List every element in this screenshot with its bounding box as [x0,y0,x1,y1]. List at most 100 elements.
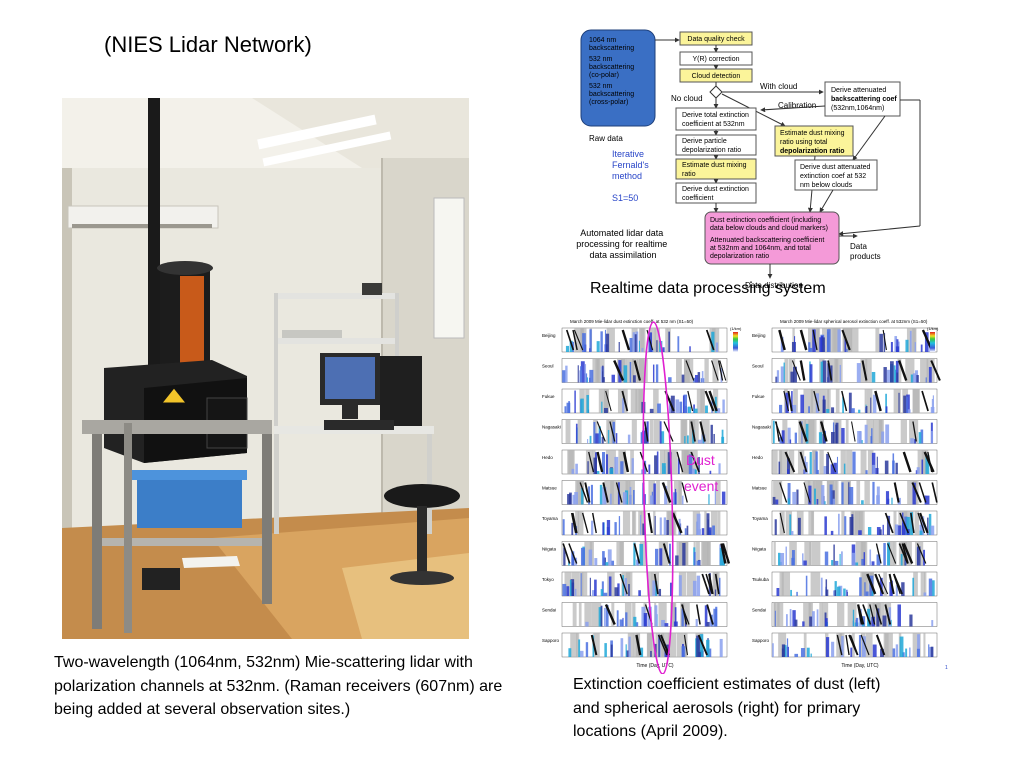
plots-caption: Extinction coefficient estimates of dust… [573,676,881,740]
dust-mix-line: ratio [682,171,696,178]
right-station-label: Seoul [752,364,764,369]
left-station-label: Beijing [542,333,556,338]
raw-line: backscattering [589,45,634,52]
svg-text:Iterative Fernald's: Iterative Fernald's method [612,149,651,181]
right-station-label: Niigata [752,547,767,552]
dust-att-line: Derive dust attenuated [800,164,871,171]
output-line: Dust extinction coefficient (including [710,217,821,224]
right-station-label: Sendai [752,608,766,613]
output-line: at 532nm and 1064nm, and total [710,245,811,252]
dust-mix-line: Estimate dust mixing [682,162,747,169]
dust-att-line: nm below clouds [800,182,853,189]
left-station-label: Sendai [542,608,556,613]
yr-correction-label: Y(R) correction [692,56,739,63]
svg-text:Derive dust attenuated e: Derive dust attenuated extinction coef a… [800,164,872,189]
raw-line: (cross-polar) [589,99,628,106]
dust-ext-line: coefficient [682,195,713,202]
total-ext-line: Derive total extinction [682,112,749,119]
auto-line: processing for realtime [576,239,667,249]
svg-text:Dust extinction coefficient (i: Dust extinction coefficient (including d… [710,217,830,260]
data-products-line: products [850,252,881,261]
raw-line: 532 nm [589,83,613,90]
left-colorbar-unit: (1/km) [730,326,742,331]
particle-depol-line: Derive particle [682,138,727,145]
auto-line: data assimilation [589,250,656,260]
left-station-label: Hedo [542,455,553,460]
auto-line: Automated lidar data [580,228,663,238]
right-plot-header: March 2009 Mie-lidar spherical aerosol e… [780,319,928,324]
slide-title: (NIES Lidar Network) [104,32,312,57]
left-station-label: Toyama [542,516,558,521]
lidar-photo [62,98,469,639]
total-ext-line: coefficient at 532nm [682,121,745,128]
dust-att-line: extinction coef at 532 [800,173,866,180]
right-station-label: Matsue [752,486,767,491]
right-x-axis-label: Time (Day, UTC) [841,663,879,669]
left-station-label: Fukue [542,394,555,399]
raw-data-box [580,29,656,127]
svg-text:Derive total extinction: Derive total extinction coefficient at 5… [682,112,751,128]
left-colorbar: (1/km) [730,326,742,352]
left-station-label: Sapporo [542,638,560,643]
left-station-label: Nagasaki [542,425,561,430]
left-station-label: Tokyo [542,577,554,582]
raw-line: backscattering [589,91,634,98]
dust-mix-total-line: ratio using total [780,139,828,146]
raw-line: (co-polar) [589,72,619,79]
attenuated-line: Derive attenuated [831,87,886,94]
left-station-label: Niigata [542,547,557,552]
svg-text:1064 nm backscattering: 1064 nm backscattering 532 nm backscatte… [589,37,636,106]
raw-line: 532 nm [589,56,613,63]
svg-text:Derive attenuated backsc: Derive attenuated backscattering coef (5… [831,87,899,112]
processing-flowchart: 1064 nm backscattering 532 nm backscatte… [575,26,1010,290]
right-station-panel [771,571,938,597]
raw-line: 1064 nm [589,37,616,44]
page-number: 1 [945,665,948,671]
left-station-label: Matsue [542,486,557,491]
dust-ext-line: Derive dust extinction [682,186,749,193]
s1-label: S1=50 [612,193,638,203]
left-station-label: Seoul [542,364,554,369]
attenuated-line: (532nm,1064nm) [831,105,884,112]
right-colorbar: (1/km) [927,326,939,352]
right-station-label: Tsukuba [752,577,769,582]
right-station-label: Hedo [752,455,763,460]
svg-text:Estimate dust mixing rat: Estimate dust mixing ratio using total d… [780,130,847,155]
cloud-decision-diamond [709,85,723,99]
station-rows: BeijingSeoulFukueNagasakiHedoMatsueToyam… [542,327,941,658]
fernald-line: Iterative [612,149,644,159]
attenuated-box [824,81,901,117]
left-x-axis-label: Time (Day, UTC) [636,663,674,669]
right-station-label: Sapporo [752,638,770,643]
flowchart-caption: Realtime data processing system [590,280,826,297]
cloud-detection-label: Cloud detection [692,73,741,80]
dust-event-line: Dust [686,452,715,468]
left-plot-header: March 2009 Mie-lidar dust extinction coe… [570,319,694,324]
svg-text:Automated lidar data pro: Automated lidar data processing for real… [576,228,670,260]
dust-mix-total-line: depolarization ratio [780,148,845,155]
output-line: data below clouds and cloud markers) [710,225,828,232]
output-line: depolarization ratio [710,253,769,260]
fernald-line: method [612,171,642,181]
raw-line: backscattering [589,64,634,71]
calibration-label: Calibration [778,101,816,110]
dust-attenuated-box [794,159,878,191]
svg-text:Estimate dust mixing rat: Estimate dust mixing ratio [682,162,749,178]
lidar-caption: Two-wavelength (1064nm, 532nm) Mie-scatt… [54,654,503,718]
right-station-label: Toyama [752,516,768,521]
raw-data-label: Raw data [589,134,623,143]
particle-depol-line: depolarization ratio [682,147,741,154]
data-products-line: Data [850,242,867,251]
output-line: Attenuated backscattering coefficient [710,237,824,244]
dust-mix-total-box [774,125,854,157]
svg-text:Derive particle depolari: Derive particle depolarization ratio [682,138,741,154]
no-cloud-label: No cloud [671,94,703,103]
right-station-label: Beijing [752,333,766,338]
fernald-line: Fernald's [612,160,649,170]
dust-event-line: event [684,478,718,494]
attenuated-line: backscattering coef [831,96,897,103]
with-cloud-label: With cloud [760,82,797,91]
data-distribution-label: Data distribution [745,281,803,290]
extinction-plots: March 2009 Mie-lidar dust extinction coe… [540,318,960,675]
right-station-label: Fukue [752,394,765,399]
